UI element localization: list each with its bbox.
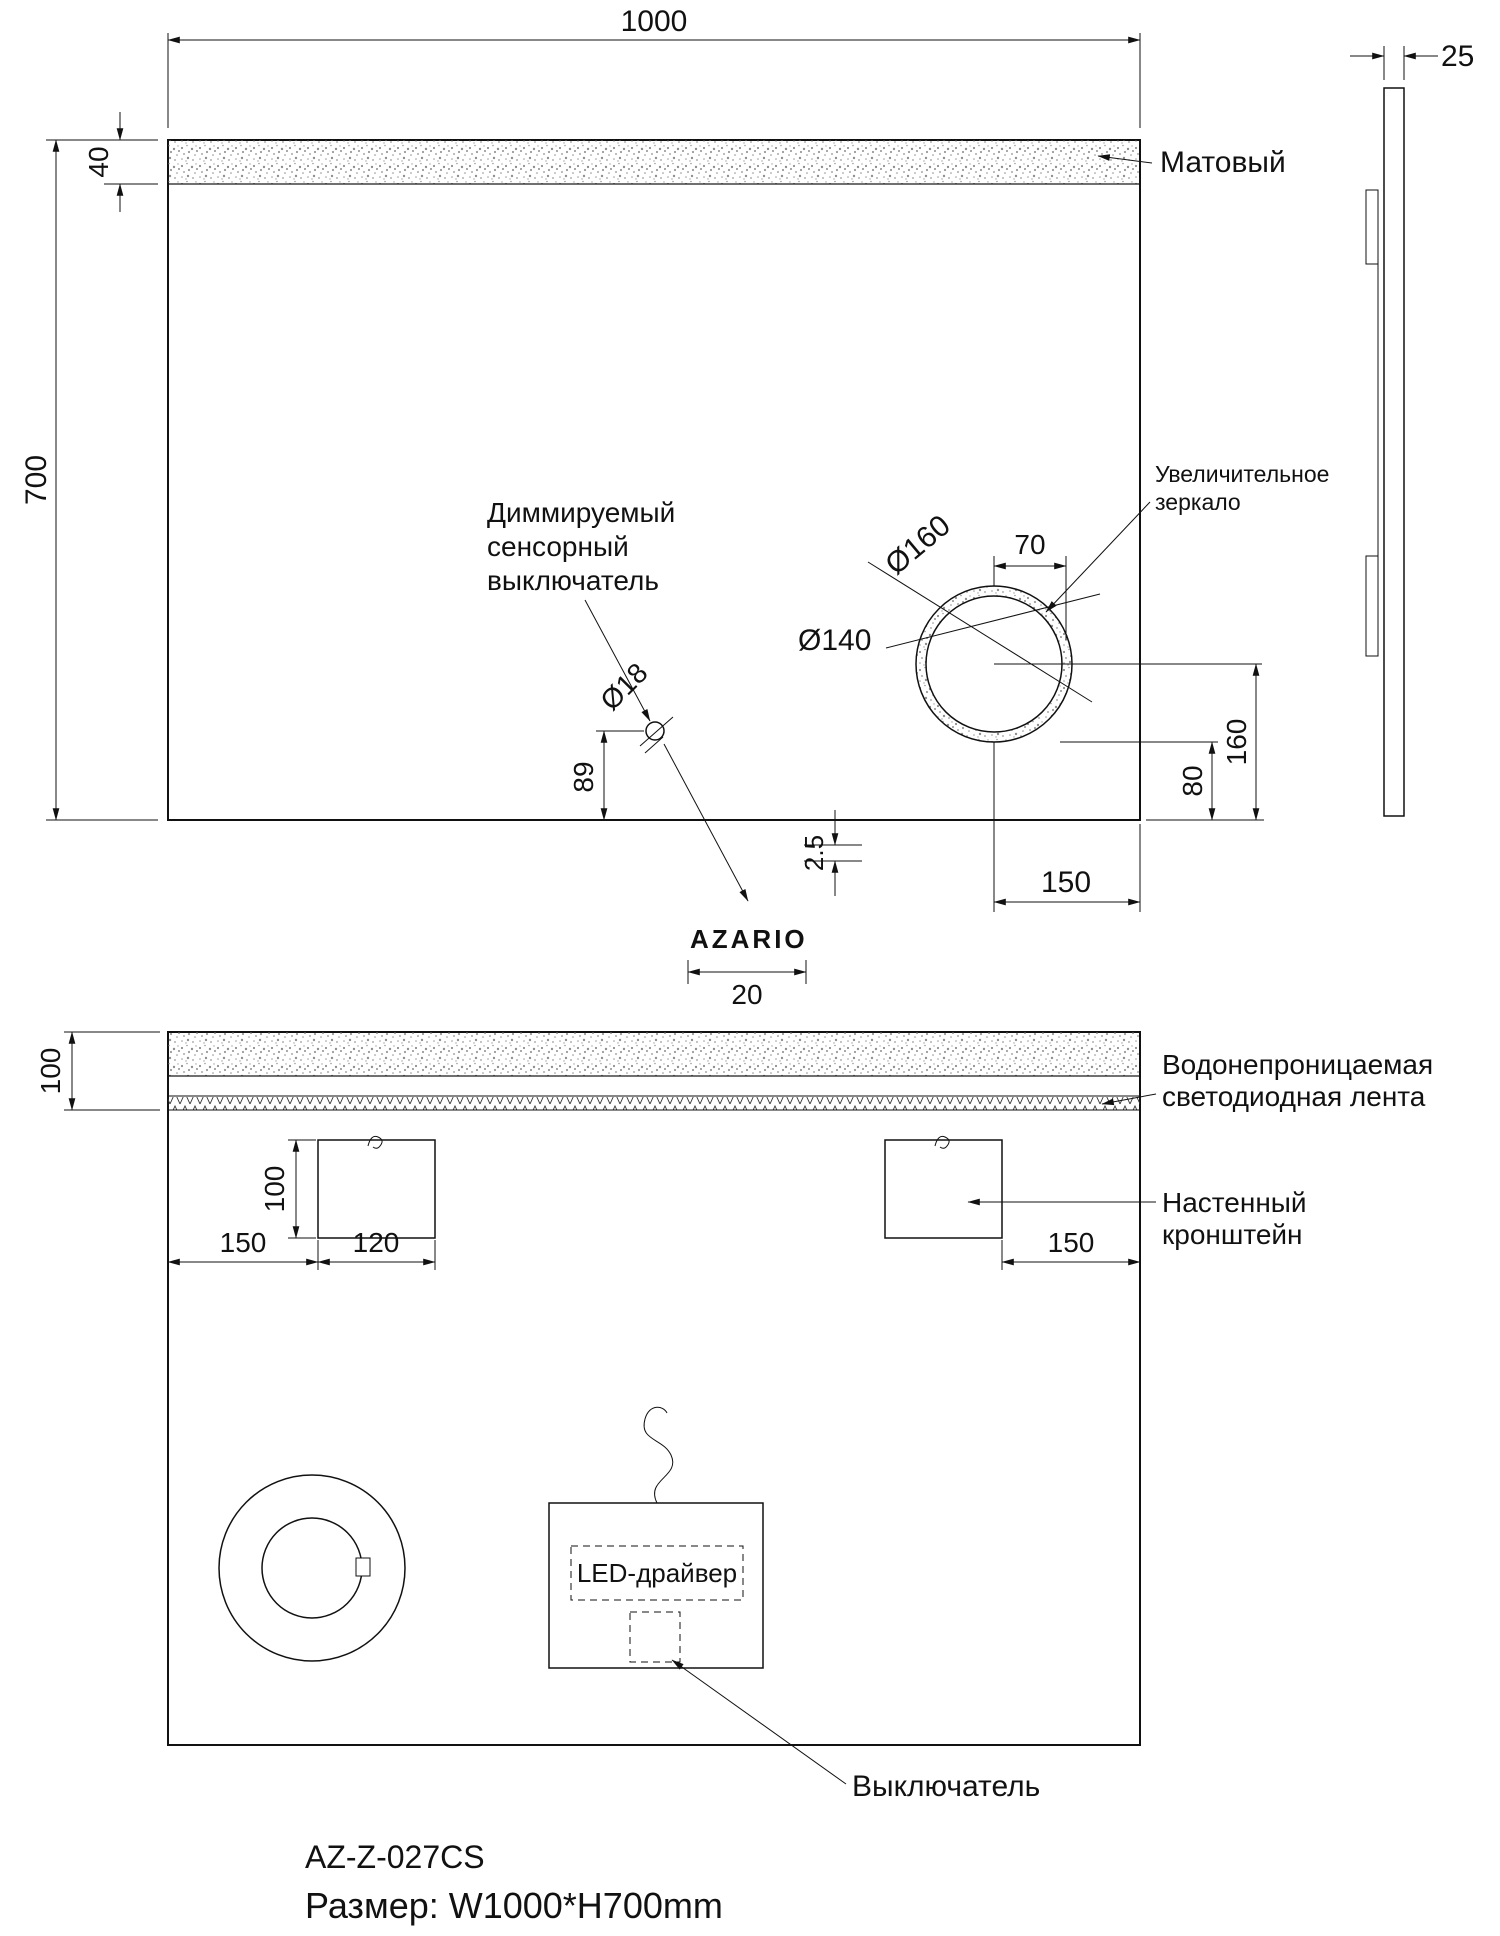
dim-height-700: 700 xyxy=(20,139,158,821)
switch-label-line3: выключатель xyxy=(487,565,659,596)
frosted-strip xyxy=(167,139,1141,185)
bracket-label-line1: Настенный xyxy=(1162,1187,1307,1218)
led-callout: Водонепроницаемая светодиодная лента xyxy=(1101,1049,1433,1112)
side-bracket-bottom xyxy=(1365,555,1379,657)
led-driver: LED-драйвер xyxy=(548,1406,764,1669)
driver-label: LED-драйвер xyxy=(577,1558,737,1588)
dim-height-label: 700 xyxy=(20,455,53,505)
dim-120-label: 120 xyxy=(353,1227,400,1258)
dim-80-label: 80 xyxy=(1177,765,1208,796)
magnifier-label-line1: Увеличительное xyxy=(1155,461,1329,487)
logo-block: AZARIO 20 xyxy=(687,924,808,1010)
bracket-callout: Настенный кронштейн xyxy=(967,1187,1307,1250)
frost-label: Матовый xyxy=(1160,146,1286,179)
power-wire xyxy=(643,1406,674,1504)
led-label-line1: Водонепроницаемая xyxy=(1162,1049,1433,1080)
switch-dashed-outline xyxy=(629,1611,681,1663)
model-code: AZ-Z-027CS xyxy=(305,1839,485,1875)
dim-width-1000: 1000 xyxy=(167,5,1141,128)
dim-thickness-label: 25 xyxy=(1441,40,1474,73)
dim-width-label: 1000 xyxy=(621,5,688,38)
dim-2-5: 2.5 xyxy=(799,810,862,896)
dim-frost-40: 40 xyxy=(83,112,158,212)
knob-inner-circle xyxy=(261,1517,363,1619)
switch-label-line2: сенсорный xyxy=(487,531,629,562)
bracket-right xyxy=(884,1139,1003,1239)
dim-100-top: 100 xyxy=(35,1031,160,1111)
side-view: 25 xyxy=(1350,40,1474,817)
dim-bracket-height: 100 xyxy=(259,1139,316,1239)
brand-logo: AZARIO xyxy=(690,924,808,954)
switch-callout: Выключатель xyxy=(671,1659,1040,1803)
dim-150-label: 150 xyxy=(1041,866,1091,899)
dia-inner-label: Ø140 xyxy=(798,624,871,657)
magnifier-callout: Увеличительное зеркало xyxy=(1045,461,1329,613)
dim-70: 70 xyxy=(993,529,1067,640)
dim-150-right-label: 150 xyxy=(1048,1227,1095,1258)
dim-150-left-label: 150 xyxy=(220,1227,267,1258)
dim-160-label: 160 xyxy=(1221,719,1252,766)
frost-callout: Матовый xyxy=(1097,146,1286,179)
dim-2-5-label: 2.5 xyxy=(799,835,829,871)
driver-box xyxy=(548,1502,764,1669)
wall-brackets xyxy=(317,1135,1003,1239)
front-view: 1000 700 40 Матовый Ø160 Ø140 xyxy=(20,5,1329,1010)
dim-bracket-offsets: 150 120 150 xyxy=(167,1227,1141,1270)
knob-tab xyxy=(355,1557,371,1577)
dim-right-block: 80 160 xyxy=(994,663,1264,821)
led-strip xyxy=(168,1095,1140,1111)
dim-150-front: 150 xyxy=(993,742,1141,912)
switch-label-line1: Диммируемый xyxy=(487,497,675,528)
dim-89-label: 89 xyxy=(568,761,599,792)
dim-frost-label: 40 xyxy=(83,146,114,177)
back-switch-label: Выключатель xyxy=(852,1770,1040,1803)
bracket-label-line2: кронштейн xyxy=(1162,1219,1303,1250)
back-frosted-strip xyxy=(167,1031,1141,1077)
size-label: Размер: W1000*H700mm xyxy=(305,1885,723,1926)
switch-circle xyxy=(645,721,665,741)
side-profile xyxy=(1383,87,1405,817)
dim-70-label: 70 xyxy=(1014,529,1045,560)
driver-dashed-outline xyxy=(570,1545,744,1601)
footer: AZ-Z-027CS Размер: W1000*H700mm xyxy=(305,1839,723,1926)
magnifier-label-line2: зеркало xyxy=(1155,489,1241,515)
led-label-line2: светодиодная лента xyxy=(1162,1081,1426,1112)
dim-20-label: 20 xyxy=(731,979,762,1010)
dim-bracket-h-label: 100 xyxy=(259,1166,290,1213)
bracket-left xyxy=(317,1139,436,1239)
sensor-knob xyxy=(218,1474,406,1662)
side-bracket-top xyxy=(1365,189,1379,265)
dim-thickness-25: 25 xyxy=(1350,40,1474,80)
dim-100-top-label: 100 xyxy=(35,1048,66,1095)
back-view: 100 Водонепроницаемая светодиодная лента… xyxy=(35,1031,1433,1803)
